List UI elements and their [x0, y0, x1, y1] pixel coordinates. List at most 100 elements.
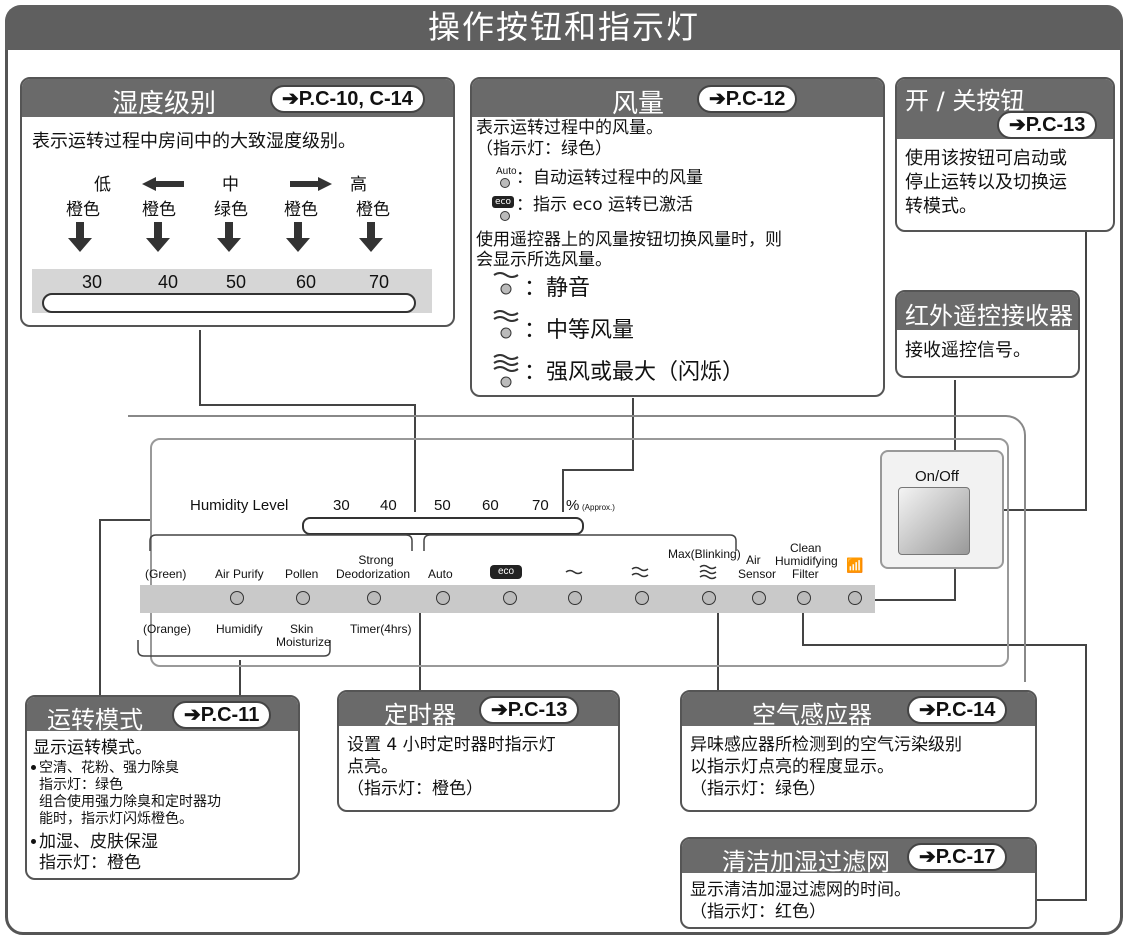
humidity-title: 湿度级别 [112, 89, 217, 119]
fan-title: 风量 [612, 89, 665, 119]
timer-title: 定时器 [384, 701, 456, 729]
sensor-l1: 异味感应器所检测到的空气污染级别 [690, 735, 962, 755]
filter-connector [802, 600, 1087, 901]
filter-ref: ➔P.C-17 [907, 843, 1008, 871]
device-panel [150, 438, 1009, 667]
led-eco [503, 591, 517, 605]
onoff-button-box: 开 / 关按钮 ➔P.C-13 使用该按钮可启动或 停止运转以及切换运 转模式。 [895, 77, 1115, 232]
timer-box: 定时器 ➔P.C-13 设置 4 小时定时器时指示灯 点亮。 （指示灯：橙色） [337, 690, 620, 812]
auto-icon: Auto [496, 166, 517, 177]
filter-l1: 显示清洁加湿过滤网的时间。 [690, 880, 911, 900]
panel-air-2: Sensor [738, 567, 777, 581]
panel-onoff-label: On/Off [915, 468, 959, 485]
value-40: 40 [158, 272, 179, 292]
fan-line4: 会显示所选风量。 [476, 250, 612, 270]
led-air-sensor [752, 591, 766, 605]
panel-max: Max(Blinking) [668, 547, 741, 561]
ir-receiver-box: 红外遥控接收器 接收遥控信号。 [895, 290, 1080, 378]
panel-clean-1: Clean [790, 541, 822, 555]
label-mid: 中 [222, 175, 239, 195]
humidity-scale-bar [42, 293, 416, 313]
panel-air-1: Air [746, 553, 761, 567]
led-ir [848, 591, 862, 605]
panel-humidify: Humidify [216, 622, 263, 636]
value-60: 60 [296, 272, 317, 292]
eco-led-icon [500, 211, 510, 221]
mode-b1-1: 空清、花粉、强力除臭 [39, 760, 179, 776]
fan-quiet: ：静音 [524, 276, 591, 301]
panel-clean-3: Filter [792, 567, 819, 581]
arrow-icons [68, 177, 383, 252]
filter-title: 清洁加湿过滤网 [722, 848, 890, 876]
panel-strong-1: Strong [358, 553, 394, 567]
humidity-desc: 表示运转过程中房间中的大致湿度级别。 [32, 131, 356, 152]
panel-approx: (Approx.) [582, 503, 615, 512]
fan-auto-desc: ：自动运转过程中的风量 [516, 168, 703, 188]
panel-h70: 70 [532, 497, 549, 514]
panel-clean-2: Humidifying [775, 554, 838, 568]
sensor-title: 空气感应器 [752, 701, 872, 729]
onoff-title: 开 / 关按钮 [905, 87, 1025, 115]
label-high: 高 [350, 175, 367, 195]
panel-eco: eco [490, 565, 522, 579]
timer-l3: （指示灯：橙色） [347, 779, 483, 799]
panel-h30: 30 [333, 497, 350, 514]
onoff-connector [965, 232, 1087, 511]
humidity-level-box: 湿度级别 ➔P.C-10, C-14 表示运转过程中房间中的大致湿度级别。 低 … [20, 77, 455, 327]
bullet-2 [31, 839, 36, 844]
panel-h40: 40 [380, 497, 397, 514]
panel-pollen: Pollen [285, 567, 319, 581]
led-pollen [296, 591, 310, 605]
led-clean-filter [797, 591, 811, 605]
panel-auto: Auto [428, 567, 453, 581]
panel-air-purify: Air Purify [215, 567, 264, 581]
onoff-desc-2: 停止运转以及切换运 [905, 172, 1067, 193]
ir-title: 红外遥控接收器 [905, 302, 1073, 330]
device-panel-outline [128, 415, 1026, 682]
sensor-l3: （指示灯：绿色） [690, 779, 826, 799]
fan-eco-desc: ：指示 eco 运转已激活 [516, 195, 694, 215]
bullet-1 [31, 765, 36, 770]
color-4: 橙色 [284, 200, 318, 220]
humidity-connector [199, 330, 416, 512]
fan-ref: ➔P.C-12 [697, 85, 798, 113]
color-2: 橙色 [142, 200, 176, 220]
mode-b1-4: 能时，指示灯闪烁橙色。 [39, 811, 193, 827]
label-low: 低 [94, 175, 111, 195]
panel-percent: % [566, 497, 580, 514]
panel-h60: 60 [482, 497, 499, 514]
mode-connector [99, 519, 150, 695]
filter-l2: （指示灯：红色） [690, 902, 826, 922]
onoff-button[interactable] [898, 487, 970, 555]
panel-skin-1: Skin [290, 622, 314, 636]
value-30: 30 [82, 272, 103, 292]
color-1: 橙色 [66, 200, 100, 220]
mode-b2-1: 加湿、皮肤保湿 [39, 832, 158, 852]
humidity-ref: ➔P.C-10, C-14 [270, 85, 425, 113]
fan-level-icons [493, 272, 519, 388]
led-max [702, 591, 716, 605]
mode-b1-2: 指示灯：绿色 [39, 777, 123, 793]
onoff-desc-3: 转模式。 [905, 196, 977, 217]
mode-title: 运转模式 [47, 706, 143, 734]
fan-line2: （指示灯：绿色） [476, 139, 612, 159]
ir-desc: 接收遥控信号。 [905, 340, 1031, 361]
panel-skin-2: Moisturize [276, 635, 331, 649]
page-title: 操作按钮和指示灯 [5, 5, 1123, 50]
led-medium [635, 591, 649, 605]
panel-humidity-label: Humidity Level [190, 497, 289, 514]
timer-l2: 点亮。 [347, 757, 398, 777]
ir-signal-icon: 📶 [846, 558, 864, 574]
fan-line1: 表示运转过程中的风量。 [476, 118, 663, 138]
panel-humidity-bar [302, 517, 584, 535]
led-auto [436, 591, 450, 605]
timer-ref: ➔P.C-13 [479, 696, 580, 724]
sensor-l2: 以指示灯点亮的程度显示。 [690, 757, 894, 777]
mode-b1-3: 组合使用强力除臭和定时器功 [39, 794, 221, 810]
value-50: 50 [226, 272, 247, 292]
fan-connector [562, 398, 634, 512]
led-air-purify [230, 591, 244, 605]
timer-l1: 设置 4 小时定时器时指示灯 [347, 735, 556, 755]
panel-fan-icons [565, 564, 717, 580]
color-5: 橙色 [356, 200, 390, 220]
